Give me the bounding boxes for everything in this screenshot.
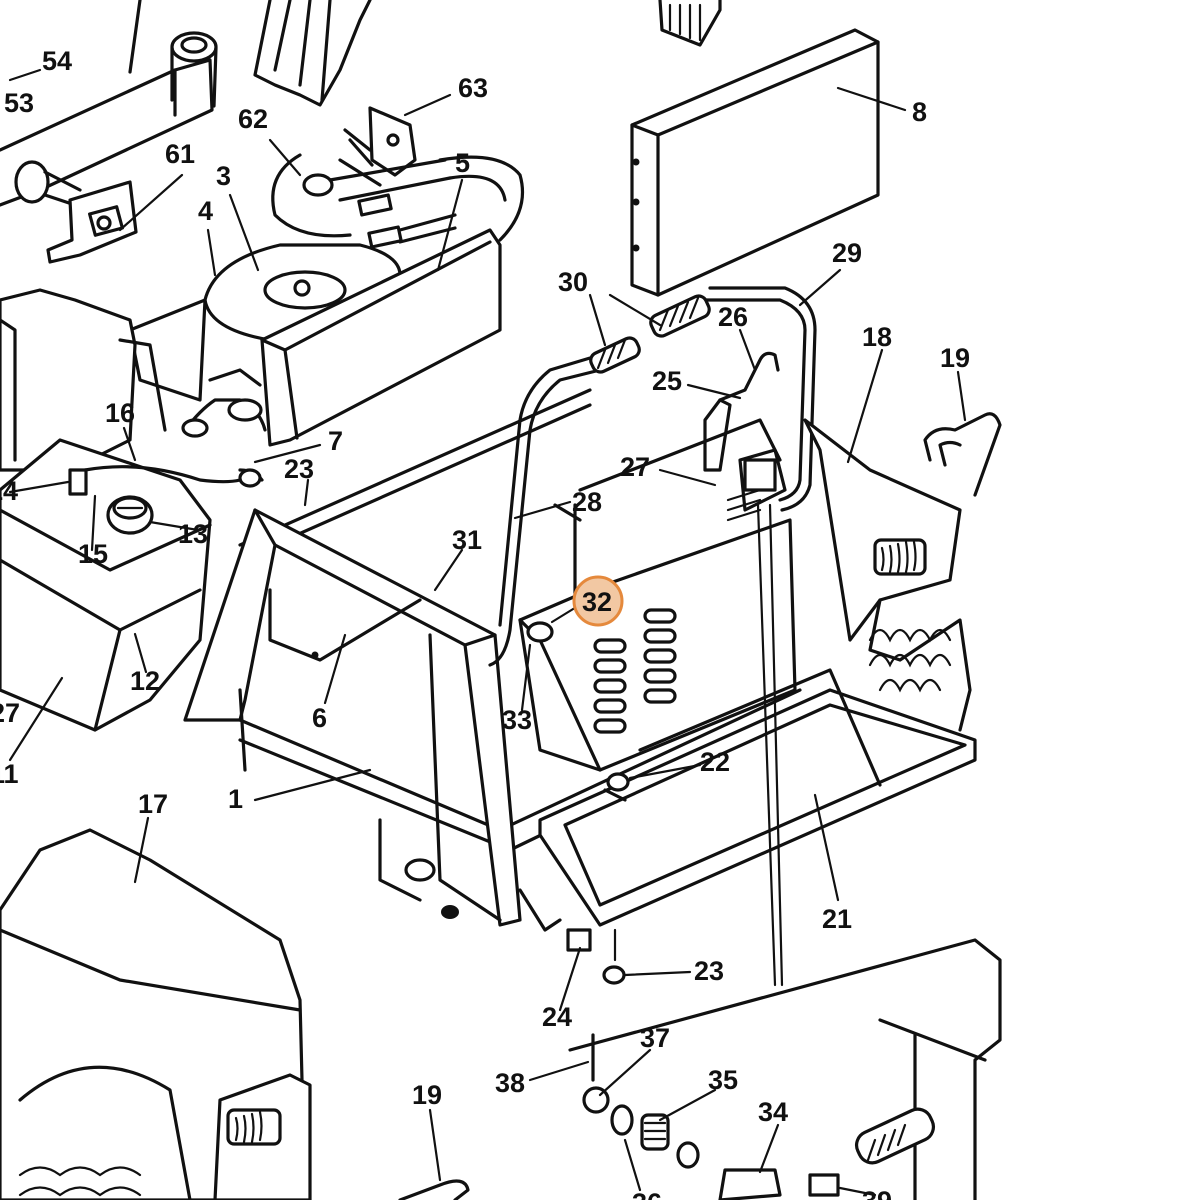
callout-35: 35: [708, 1065, 738, 1095]
callout-1: 1: [228, 784, 243, 814]
callout-16: 16: [105, 398, 135, 428]
callout-14: 14: [0, 476, 18, 506]
callout-25: 25: [652, 366, 682, 396]
handle-28: [488, 356, 602, 667]
callout-17: 17: [138, 789, 168, 819]
callout-3: 3: [216, 161, 231, 191]
callout-30: 30: [558, 267, 588, 297]
callout-23-lower: 23: [694, 956, 724, 986]
lever-29: [589, 286, 817, 512]
callout-labels: 54 53 62 63 61 3 5 4 8 29 30 26 18 19 25…: [0, 46, 970, 1200]
callout-12: 12: [130, 666, 160, 696]
callout-61: 61: [165, 139, 195, 169]
step-plate-21: [538, 668, 977, 927]
callout-23-upper: 23: [284, 454, 314, 484]
panel-5: [260, 228, 502, 447]
callout-53: 53: [4, 88, 34, 118]
callout-31: 31: [452, 525, 482, 555]
callout-18: 18: [862, 322, 892, 352]
callout-11: 11: [0, 759, 19, 789]
callout-27-left: 27: [0, 698, 20, 728]
callout-33: 33: [502, 705, 532, 735]
callout-7: 7: [328, 426, 343, 456]
lower-right-frame: [568, 938, 1002, 1200]
battery-box: [518, 418, 797, 772]
callout-19-lower: 19: [412, 1080, 442, 1110]
tie-rods: [613, 503, 784, 987]
hook-19-lower: [398, 1179, 470, 1200]
callout-6: 6: [312, 703, 327, 733]
callout-62: 62: [238, 104, 268, 134]
fuel-pipes: [181, 368, 267, 488]
callout-39: 39: [862, 1186, 892, 1200]
callout-32: 32: [582, 587, 612, 617]
callout-5: 5: [455, 148, 470, 178]
lower-body-17: [0, 828, 312, 1200]
callout-13: 13: [178, 519, 208, 549]
highlight-circle-32: [572, 575, 624, 627]
callout-19-upper: 19: [940, 343, 970, 373]
rear-body-18: [803, 418, 972, 732]
callout-34: 34: [758, 1097, 788, 1127]
callout-27: 27: [620, 452, 650, 482]
roll-bar: [183, 508, 522, 927]
callout-38: 38: [495, 1068, 525, 1098]
left-chassis: [0, 288, 212, 732]
callout-4: 4: [198, 196, 213, 226]
callout-22: 22: [700, 747, 730, 777]
boom-assembly: [0, 0, 218, 264]
callout-63: 63: [458, 73, 488, 103]
lower-fasteners: [582, 1033, 936, 1200]
callout-28: 28: [572, 487, 602, 517]
callout-54: 54: [42, 46, 72, 76]
callout-8: 8: [912, 97, 927, 127]
leader-lines: [8, 68, 967, 1197]
callout-15: 15: [78, 539, 108, 569]
panel-8: [630, 28, 880, 297]
callout-26: 26: [718, 302, 748, 332]
hose-fittings: [271, 153, 525, 249]
bracket-63: [338, 106, 417, 187]
panel-6: [268, 588, 422, 662]
callout-36: 36: [632, 1188, 662, 1200]
callout-24: 24: [542, 1002, 572, 1032]
callout-21: 21: [822, 904, 852, 934]
upper-frame-section: [253, 0, 722, 107]
callout-37: 37: [640, 1023, 670, 1053]
callout-29: 29: [832, 238, 862, 268]
hook-19-upper: [923, 412, 1002, 497]
